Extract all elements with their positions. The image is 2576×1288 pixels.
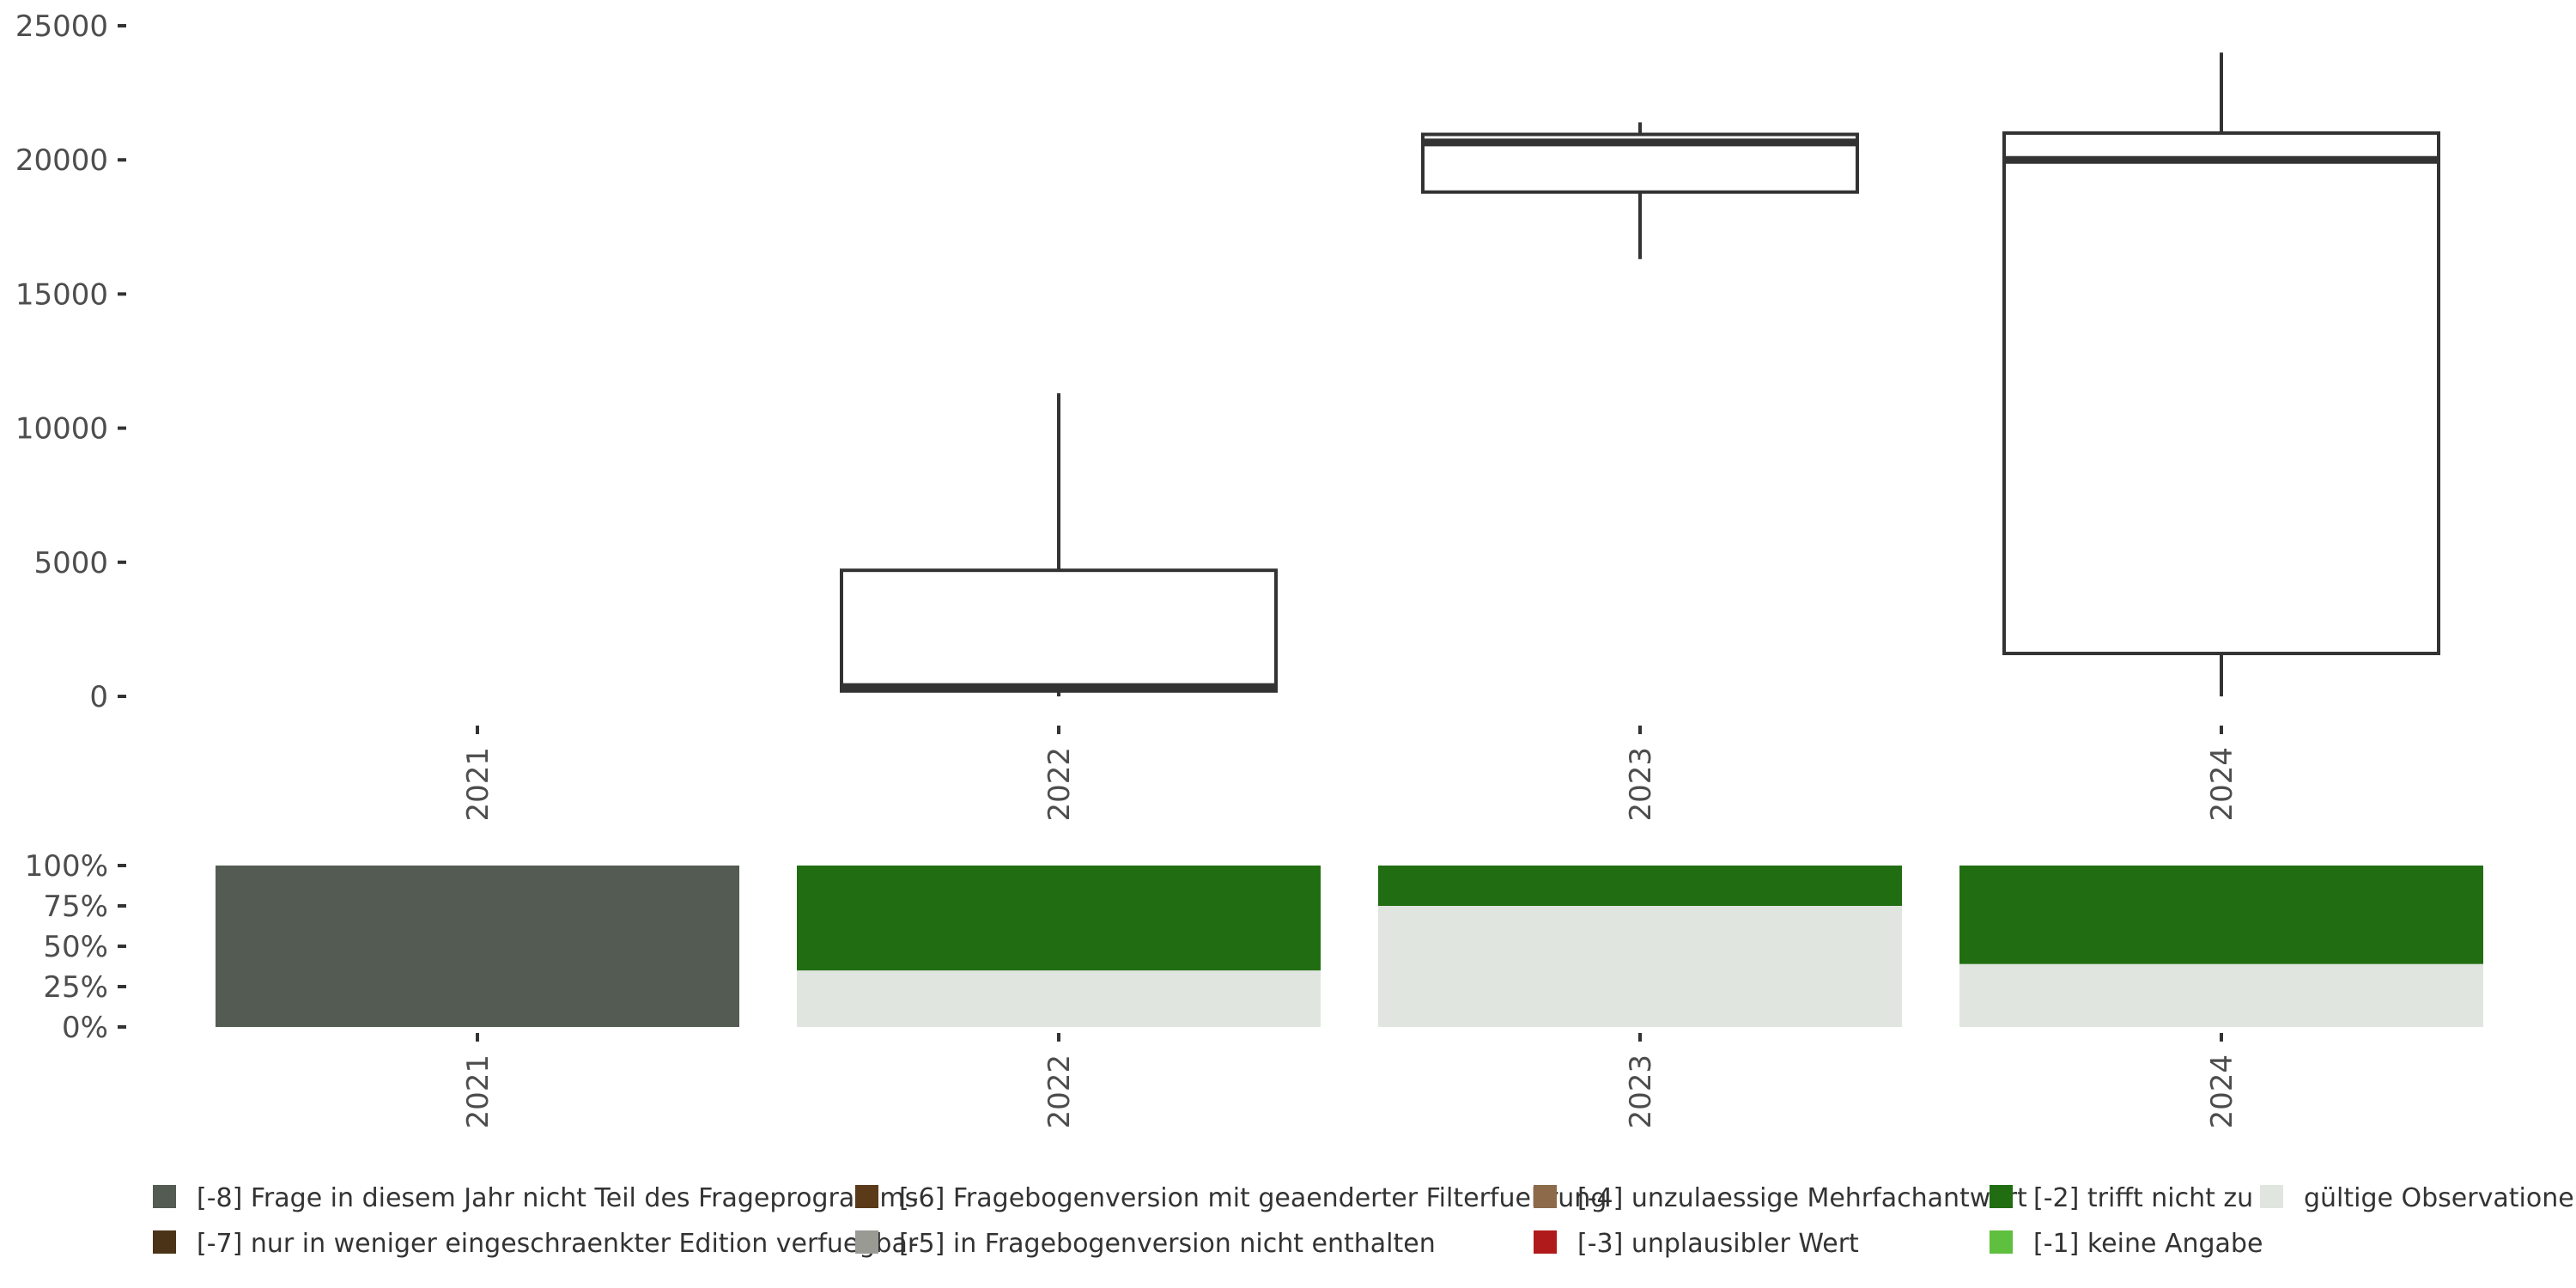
y-tick-label: 25% — [43, 970, 108, 1005]
x-tick-label: 2022 — [1042, 1054, 1077, 1129]
x-tick-label: 2023 — [1624, 747, 1658, 822]
y-tick-label: 20000 — [15, 143, 108, 178]
x-tick-label: 2021 — [461, 1054, 495, 1129]
boxplot-2024 — [2002, 52, 2440, 696]
y-tick-label: 0% — [62, 1011, 108, 1045]
y-tick-label: 0 — [89, 680, 108, 714]
stacked-bar-panel: 0% 25% 50% 75% 100% 2021 2022 2023 2024 — [25, 849, 2483, 1129]
legend-swatch — [153, 1230, 176, 1254]
legend-swatch — [2260, 1185, 2283, 1208]
legend-label: [-3] unplausibler Wert — [1577, 1229, 1859, 1259]
legend-swatch — [1990, 1185, 2013, 1208]
y-tick-label: 100% — [25, 849, 108, 884]
box — [840, 568, 1278, 693]
y-tick-label: 50% — [43, 930, 108, 964]
x-tick-label: 2021 — [461, 747, 495, 822]
legend-label: [-5] in Fragebogenversion nicht enthalte… — [899, 1229, 1436, 1259]
legend-label: gültige Observationen — [2304, 1183, 2576, 1213]
x-tick-label: 2024 — [2205, 747, 2239, 822]
y-tick-label: 15000 — [15, 277, 108, 312]
legend-label: [-4] unzulaessige Mehrfachantwort — [1577, 1183, 2027, 1213]
y-tick-label: 75% — [43, 890, 108, 924]
bar-segment — [1959, 866, 2483, 964]
boxplot-2023 — [1421, 122, 1859, 259]
y-tick-label: 25000 — [15, 9, 108, 44]
legend: [-8] Frage in diesem Jahr nicht Teil des… — [153, 1183, 2576, 1259]
bar-segment — [1378, 906, 1902, 1027]
x-tick-label: 2023 — [1624, 1054, 1658, 1129]
legend-swatch — [1534, 1230, 1557, 1254]
bar-segment — [1959, 963, 2483, 1027]
legend-swatch — [855, 1185, 878, 1208]
legend-swatch — [1534, 1185, 1557, 1208]
legend-label: [-8] Frage in diesem Jahr nicht Teil des… — [197, 1183, 918, 1213]
y-tick-label: 5000 — [33, 546, 108, 580]
legend-swatch — [855, 1230, 878, 1254]
x-tick-label: 2024 — [2205, 1054, 2239, 1129]
legend-label: [-6] Fragebogenversion mit geaenderter F… — [899, 1183, 1607, 1213]
bar-segment — [797, 866, 1321, 971]
boxplot-2022 — [840, 392, 1278, 696]
x-tick-label: 2022 — [1042, 747, 1077, 822]
legend-label: [-1] keine Angabe — [2033, 1229, 2263, 1259]
legend-label: [-2] trifft nicht zu — [2033, 1183, 2253, 1213]
legend-swatch — [1990, 1230, 2013, 1254]
bar-segment — [797, 970, 1321, 1027]
bar-segment — [1378, 866, 1902, 906]
boxplot-panel: 0 5000 10000 15000 20000 25000 2021 2022 2023 202… — [15, 9, 2440, 822]
bar-segment — [216, 866, 739, 1027]
legend-swatch — [153, 1185, 176, 1208]
y-tick-label: 10000 — [15, 412, 108, 447]
legend-label: [-7] nur in weniger eingeschraenkter Edi… — [197, 1229, 919, 1259]
box — [2002, 131, 2440, 656]
